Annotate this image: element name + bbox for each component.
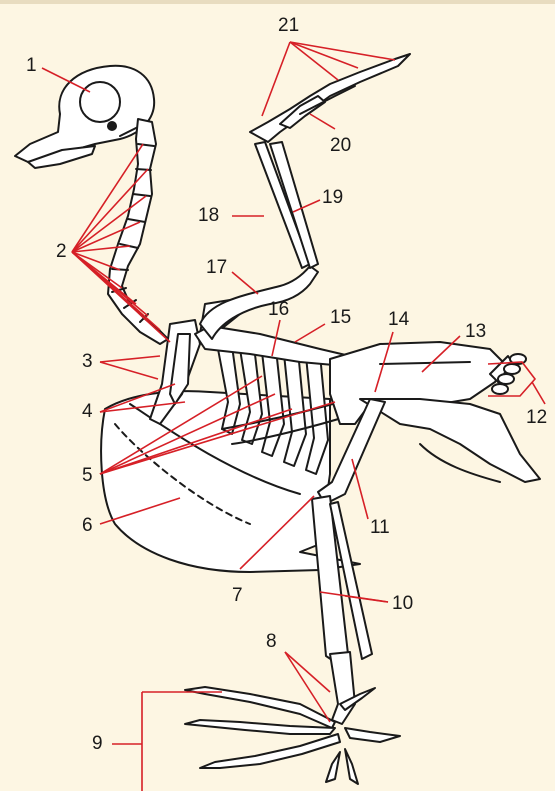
- tarsometatarsus: [330, 652, 355, 724]
- label-16: 16: [268, 300, 289, 319]
- skeleton-drawing: [0, 4, 555, 791]
- foot-toes: [185, 687, 400, 784]
- label-7: 7: [232, 586, 243, 605]
- label-14: 14: [388, 310, 409, 329]
- label-20: 20: [330, 136, 351, 155]
- label-4: 4: [82, 402, 93, 421]
- label-21: 21: [278, 16, 299, 35]
- label-15: 15: [330, 308, 351, 327]
- label-11: 11: [370, 518, 390, 537]
- label-17: 17: [206, 258, 227, 277]
- wing-hand: [250, 54, 410, 142]
- label-19: 19: [322, 188, 343, 207]
- label-12: 12: [526, 408, 547, 427]
- label-2: 2: [56, 242, 67, 261]
- label-8: 8: [266, 632, 277, 651]
- label-18: 18: [198, 206, 219, 225]
- label-3: 3: [82, 352, 93, 371]
- label-6: 6: [82, 516, 93, 535]
- label-5: 5: [82, 466, 93, 485]
- label-9: 9: [92, 734, 103, 753]
- label-1: 1: [26, 56, 37, 75]
- skull: [15, 66, 154, 168]
- tibiotarsus: [312, 496, 372, 664]
- label-13: 13: [465, 322, 486, 341]
- label-10: 10: [392, 594, 413, 613]
- nostril-mark: [107, 121, 117, 131]
